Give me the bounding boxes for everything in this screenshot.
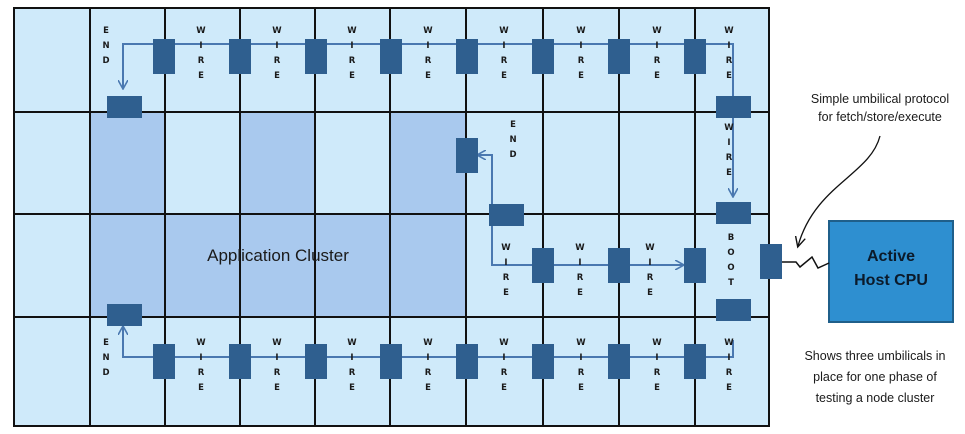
- node-block: [153, 344, 175, 379]
- node-block: [229, 39, 251, 74]
- node-block: [229, 344, 251, 379]
- node-block: [456, 138, 478, 173]
- host-cpu-box: [828, 220, 954, 323]
- svg-text:Shows three umbilicals in: Shows three umbilicals in: [804, 349, 945, 363]
- node-block: [608, 248, 630, 283]
- node-block: [608, 39, 630, 74]
- host-cpu: Active Host CPU: [828, 220, 954, 323]
- node-block: [456, 39, 478, 74]
- node-block: [532, 39, 554, 74]
- svg-text:for fetch/store/execute: for fetch/store/execute: [818, 110, 942, 124]
- node-block: [716, 299, 751, 321]
- node-block: [489, 204, 524, 226]
- callout-arrow: [798, 135, 881, 246]
- node-block: [608, 344, 630, 379]
- svg-text:testing a node cluster: testing a node cluster: [816, 391, 935, 405]
- node-block: [532, 248, 554, 283]
- node-block: [380, 344, 402, 379]
- node-block: [684, 248, 706, 283]
- wire-top: [123, 43, 734, 104]
- node-block: [305, 39, 327, 74]
- svg-text:place for one phase of: place for one phase of: [813, 370, 937, 384]
- application-cluster-label: Application Cluster: [207, 246, 349, 265]
- host-cpu-label-line1: Active: [867, 248, 915, 265]
- node-block: [153, 39, 175, 74]
- node-block: [760, 244, 782, 279]
- node-block: [716, 96, 751, 118]
- nodes: [107, 39, 782, 379]
- node-block: [456, 344, 478, 379]
- note-bottom: Shows three umbilicals in place for one …: [804, 349, 945, 405]
- node-block: [532, 344, 554, 379]
- note-top: Simple umbilical protocol for fetch/stor…: [811, 92, 949, 124]
- application-cluster-region: [90, 112, 466, 317]
- svg-text:Simple umbilical protocol: Simple umbilical protocol: [811, 92, 949, 106]
- node-block: [107, 96, 142, 118]
- node-block: [684, 344, 706, 379]
- node-block: [380, 39, 402, 74]
- node-block: [107, 304, 142, 326]
- host-cpu-label-line2: Host CPU: [854, 272, 928, 289]
- node-block: [684, 39, 706, 74]
- node-block: [305, 344, 327, 379]
- node-block: [716, 202, 751, 224]
- wire-bottom: [123, 327, 734, 358]
- umbilical-connection: [782, 255, 830, 269]
